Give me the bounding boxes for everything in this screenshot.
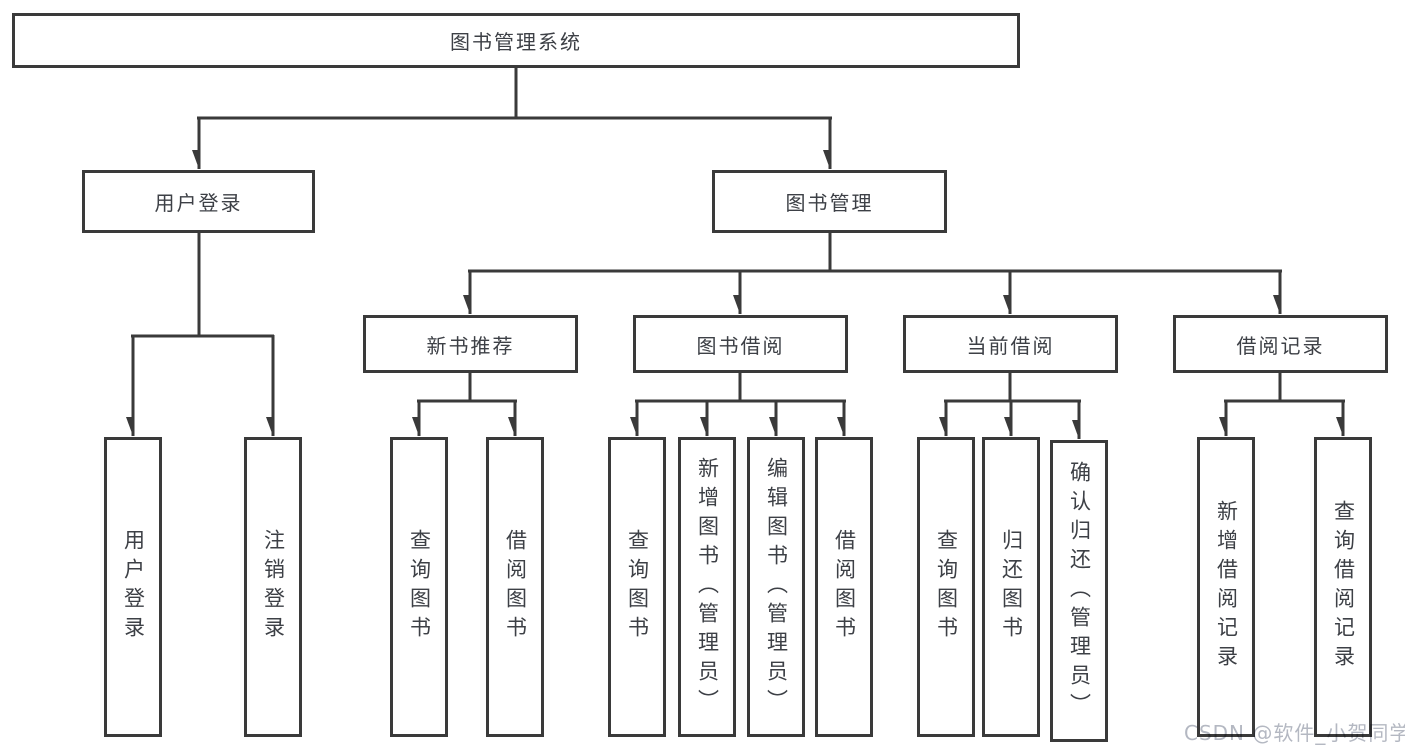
node-user-login-label: 用户登录 — [154, 191, 243, 215]
node-user-login: 用户登录 — [82, 170, 315, 233]
leaf-label: 查询借阅记录 — [1331, 500, 1356, 674]
node-root-label: 图书管理系统 — [450, 30, 582, 54]
node-label: 当前借阅 — [966, 333, 1055, 358]
node-label: 图书借阅 — [696, 333, 785, 358]
leaf-label: 注销登录 — [261, 529, 286, 645]
leaf-label: 确认归还（管理员） — [1067, 460, 1092, 722]
node-root: 图书管理系统 — [12, 13, 1020, 68]
leaf-label: 归还图书 — [999, 529, 1024, 645]
leaf-query-books-borrow: 查询图书 — [608, 437, 666, 737]
leaf-label: 编辑图书（管理员） — [764, 456, 789, 718]
leaf-label: 借阅图书 — [832, 529, 857, 645]
node-label: 借阅记录 — [1236, 333, 1325, 358]
leaf-add-books-admin: 新增图书（管理员） — [678, 437, 736, 737]
node-book-borrow: 图书借阅 — [633, 315, 848, 373]
node-current-borrow: 当前借阅 — [903, 315, 1118, 373]
leaf-user-login: 用户登录 — [104, 437, 162, 737]
leaf-label: 查询图书 — [625, 529, 650, 645]
watermark: CSDN @软件_小贺同学 — [1184, 721, 1405, 745]
leaf-query-borrow-record: 查询借阅记录 — [1314, 437, 1372, 737]
leaf-return-books: 归还图书 — [982, 437, 1040, 737]
leaf-edit-books-admin: 编辑图书（管理员） — [747, 437, 805, 737]
leaf-query-books-recommend: 查询图书 — [390, 437, 448, 737]
node-borrow-records: 借阅记录 — [1173, 315, 1388, 373]
node-book-management: 图书管理 — [712, 170, 947, 233]
leaf-confirm-return-admin: 确认归还（管理员） — [1050, 440, 1108, 742]
leaf-add-borrow-record: 新增借阅记录 — [1197, 437, 1255, 737]
leaf-borrow-books: 借阅图书 — [815, 437, 873, 737]
node-label: 新书推荐 — [426, 333, 515, 358]
leaf-label: 查询图书 — [407, 529, 432, 645]
leaf-label: 查询图书 — [934, 529, 959, 645]
leaf-logout: 注销登录 — [244, 437, 302, 737]
leaf-query-books-current: 查询图书 — [917, 437, 975, 737]
leaf-label: 用户登录 — [121, 529, 146, 645]
leaf-label: 借阅图书 — [503, 529, 528, 645]
leaf-borrow-books-recommend: 借阅图书 — [486, 437, 544, 737]
leaf-label: 新增借阅记录 — [1214, 500, 1239, 674]
node-new-book-recommend: 新书推荐 — [363, 315, 578, 373]
leaf-label: 新增图书（管理员） — [695, 456, 720, 718]
node-book-management-label: 图书管理 — [785, 191, 874, 215]
